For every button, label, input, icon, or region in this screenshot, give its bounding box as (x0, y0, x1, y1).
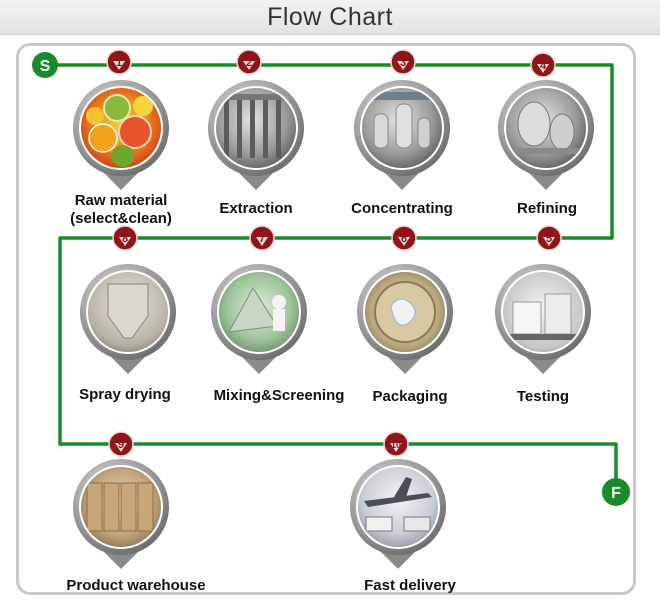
step-number: 3 (400, 57, 406, 69)
step-label-text: Fast delivery (364, 577, 456, 594)
step-node-6: 6 (391, 225, 417, 251)
step-label-text: Mixing&Screening (213, 387, 345, 404)
step-node-10: 10 (383, 431, 409, 457)
step-label-9: Product warehouse (36, 577, 236, 595)
step-number: 9 (118, 439, 124, 451)
citrus-fruit-photo (73, 80, 169, 190)
step-number: 4 (540, 60, 547, 72)
step-label-text: Extraction (219, 200, 293, 217)
step-number: 5 (546, 233, 552, 245)
start-marker-text: S (40, 58, 51, 75)
step-number: 7 (259, 233, 265, 245)
step-label-text: Spray drying (79, 386, 171, 403)
step-label-text: Product warehouse (66, 577, 206, 594)
step-label-4: Refining (447, 200, 647, 218)
step-node-4: 4 (530, 52, 556, 78)
step-number: 8 (122, 233, 128, 245)
step-label-1: Raw material(select&clean) (21, 192, 221, 228)
extraction-plant-photo (208, 80, 304, 190)
plane-and-trucks-photo (350, 459, 446, 569)
step-number: 10 (391, 440, 401, 450)
step-label-7: Mixing&Screening (179, 387, 379, 405)
step-node-5: 5 (536, 225, 562, 251)
step-label-6: Packaging (310, 388, 510, 406)
spray-dryer-photo (80, 264, 176, 374)
step-label-5: Testing (443, 388, 643, 406)
title-bar: Flow Chart (0, 0, 660, 35)
start-marker: S (32, 52, 58, 78)
mixing-room-photo (211, 264, 307, 374)
step-label-3: Concentrating (302, 200, 502, 218)
refining-vessels-photo (498, 80, 594, 190)
lab-instrument-photo (495, 264, 591, 374)
step-node-1: 1 (106, 49, 132, 75)
step-label-2: Extraction (156, 200, 356, 218)
concentrator-tanks-photo (354, 80, 450, 190)
step-label-subtext: (select&clean) (70, 210, 172, 227)
step-number: 2 (246, 57, 252, 69)
step-node-9: 9 (108, 431, 134, 457)
step-label-text: Testing (516, 388, 570, 405)
step-label-8: Spray drying (25, 386, 225, 404)
step-label-text: Packaging (372, 388, 448, 405)
step-node-2: 2 (236, 49, 262, 75)
step-number: 1 (116, 57, 122, 69)
warehouse-boxes-photo (73, 459, 169, 569)
step-photos (73, 80, 594, 569)
step-node-8: 8 (112, 225, 138, 251)
packaged-drum-photo (357, 264, 453, 374)
finish-marker: F (602, 478, 630, 506)
step-node-7: 7 (249, 225, 275, 251)
step-label-text: Refining (517, 200, 577, 217)
step-label-10: Fast delivery (310, 577, 510, 595)
flow-line (45, 63, 618, 492)
page-title: Flow Chart (267, 3, 393, 31)
step-nodes: 1 2 3 4 5 6 7 8 9 10 (106, 49, 562, 457)
step-number: 6 (401, 233, 407, 245)
step-label-text: Raw material (74, 192, 168, 209)
finish-marker-text: F (611, 485, 621, 502)
step-label-text: Concentrating (351, 200, 453, 217)
step-node-3: 3 (390, 49, 416, 75)
